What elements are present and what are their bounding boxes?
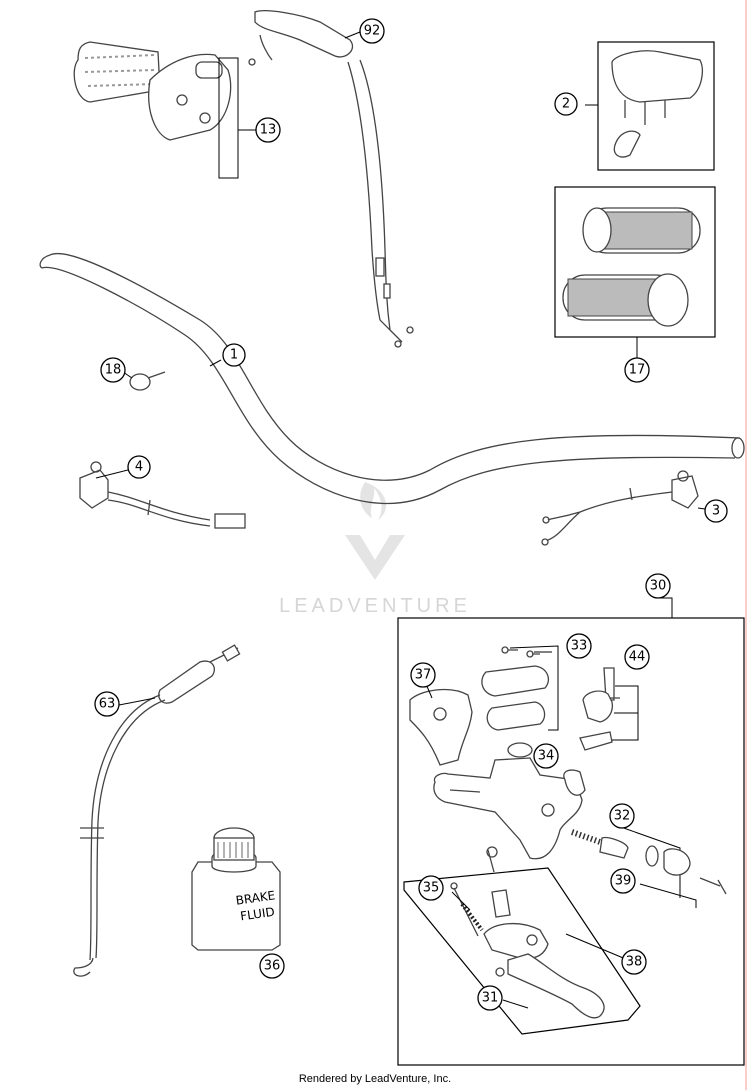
callout-36[interactable]: 36 [259,953,285,979]
right-switch [541,470,699,546]
footer-credit: Rendered by LeadVenture, Inc. [299,1073,451,1085]
svg-text:18: 18 [105,363,122,378]
callout-13[interactable]: 13 [255,117,281,143]
callout-17[interactable]: 17 [624,357,650,383]
switch-housing-kit [585,41,715,171]
watermark: LEADVENTURE [279,482,471,617]
leader-lines [95,31,713,911]
svg-text:17: 17 [629,363,646,378]
svg-text:35: 35 [423,881,440,896]
throttle-cables [248,10,414,348]
handlebar [39,253,745,504]
svg-text:13: 13 [260,123,277,138]
callout-38[interactable]: 38 [621,949,647,975]
callout-2[interactable]: 2 [554,92,578,116]
svg-text:31: 31 [482,991,499,1006]
svg-text:32: 32 [614,809,631,824]
grip-set [554,186,716,358]
brake-label-line2: FLUID [239,905,275,924]
callout-3[interactable]: 3 [704,499,728,523]
svg-text:44: 44 [629,650,646,665]
svg-text:4: 4 [135,460,143,475]
callout-33[interactable]: 33 [566,633,592,659]
callout-92[interactable]: 92 [359,18,385,44]
svg-text:3: 3 [712,504,720,519]
svg-text:30: 30 [650,579,667,594]
callout-37[interactable]: 37 [410,662,436,688]
callout-44[interactable]: 44 [624,644,650,670]
svg-text:37: 37 [415,668,432,683]
callout-39[interactable]: 39 [610,868,636,894]
brake-label-line1: BRAKE [235,888,276,907]
callout-30[interactable]: 30 [645,573,671,599]
callout-4[interactable]: 4 [127,455,151,479]
callout-63[interactable]: 63 [94,691,120,717]
svg-text:92: 92 [364,24,381,39]
svg-text:63: 63 [99,697,116,712]
svg-text:33: 33 [571,639,588,654]
callout-35[interactable]: 35 [418,875,444,901]
hot-start-cable [73,644,241,977]
throttle-grip [73,41,239,179]
svg-text:36: 36 [264,959,281,974]
callouts: 1 2 3 4 13 17 18 30 31 32 33 34 35 36 37… [94,18,728,1011]
callout-1[interactable]: 1 [222,343,246,367]
callout-18[interactable]: 18 [100,357,126,383]
cable-tie [129,371,166,391]
svg-text:39: 39 [615,874,632,889]
svg-text:1: 1 [230,348,238,363]
brake-fluid-bottle: BRAKE FLUID [191,827,281,951]
svg-text:34: 34 [538,749,555,764]
callout-31[interactable]: 31 [477,985,503,1011]
callout-32[interactable]: 32 [609,803,635,829]
svg-text:2: 2 [562,97,570,112]
master-cylinder-assembly [397,597,745,1066]
svg-text:38: 38 [626,955,643,970]
left-switch [79,461,246,529]
callout-34[interactable]: 34 [533,743,559,769]
watermark-text: LEADVENTURE [279,595,471,617]
